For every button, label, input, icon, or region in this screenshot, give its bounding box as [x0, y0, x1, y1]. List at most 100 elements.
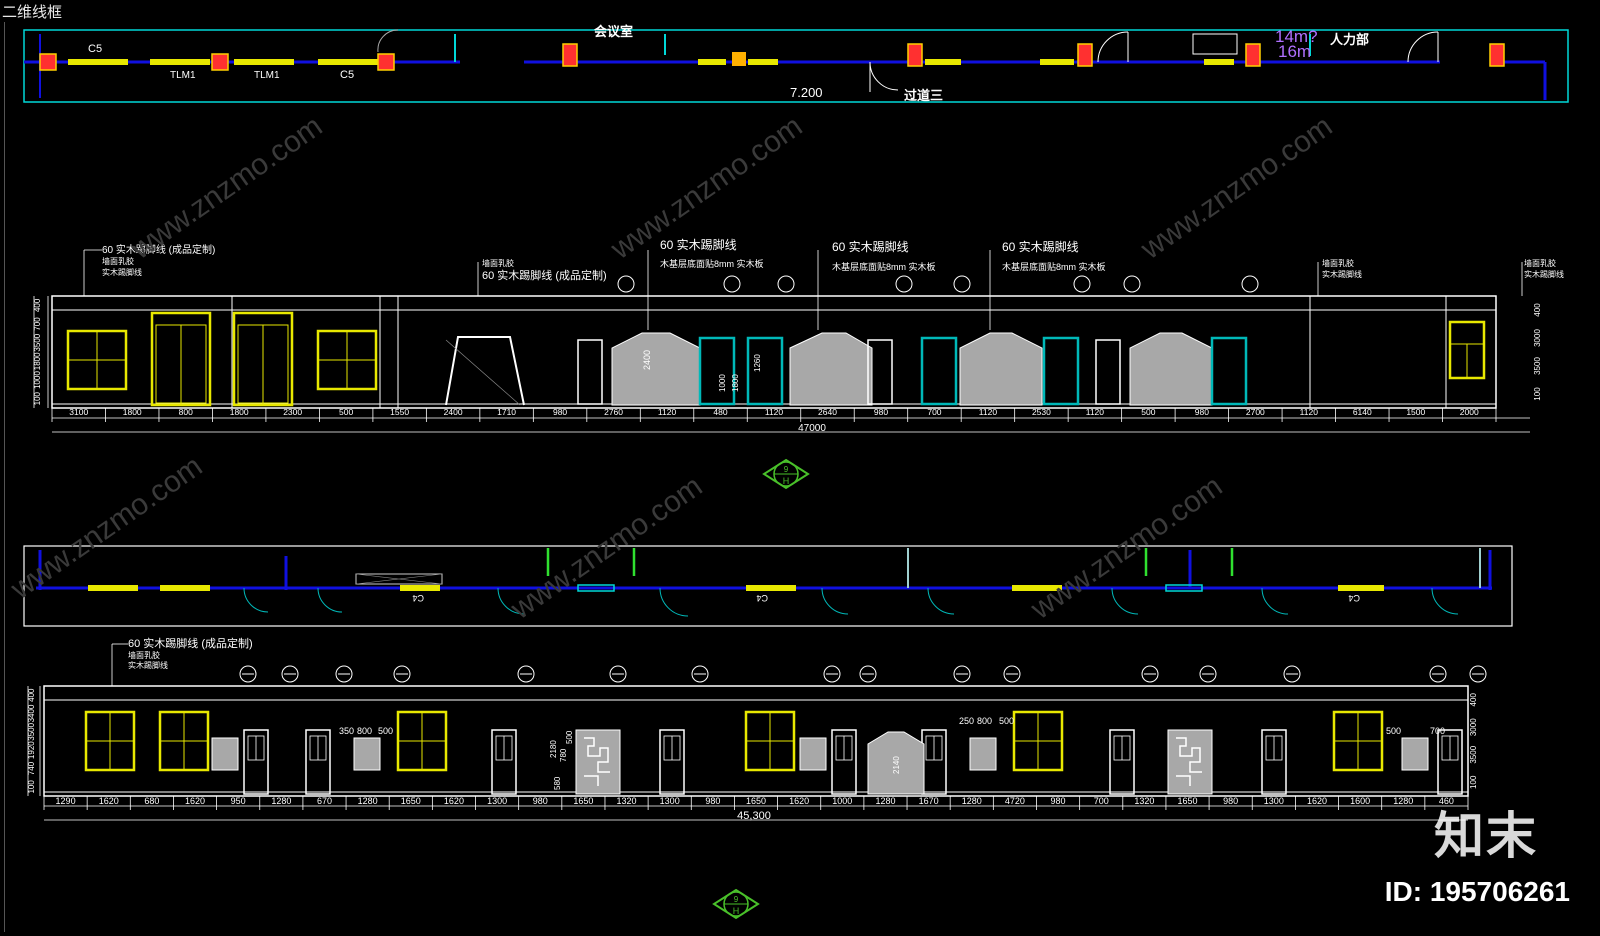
room-area: 14m? [1275, 27, 1318, 46]
dimension-label: 740 [27, 761, 36, 775]
annotation-note: 墙面乳胶 [1524, 258, 1556, 268]
plan-dimension: 7.200 [790, 85, 823, 100]
plan-label-c5: C5 [340, 69, 354, 81]
elevation-window [744, 710, 796, 772]
dimension-label: 3500 [27, 722, 36, 740]
teal-cabinet [698, 336, 736, 406]
inner-dimension: 2140 [892, 756, 901, 774]
gable-panel [867, 731, 925, 795]
dimension-label: 1320 [1134, 796, 1154, 806]
plan-window [234, 59, 294, 65]
dimension-label: 1120 [979, 407, 998, 417]
plan-column [377, 53, 395, 71]
dimension-label: 400 [1469, 693, 1478, 707]
plan-label-c4: C4 [412, 593, 424, 603]
total-dimension: 47000 [798, 423, 826, 434]
annotation-note: 60 实木踢脚线 (成品定制) [102, 243, 215, 256]
svg-text:www.znzmo.com: www.znzmo.com [4, 450, 208, 607]
dimension-label: 2700 [1246, 407, 1265, 417]
gable-panel [789, 332, 873, 406]
dimension-label: 2400 [444, 407, 463, 417]
elevation-door [243, 729, 269, 795]
dimension-label: 700 [33, 317, 42, 331]
elevation-door [232, 311, 294, 407]
room-area-2: 16m [1278, 42, 1311, 61]
plan-column [211, 53, 229, 71]
elevation-door [867, 339, 893, 405]
dimension-label: 1620 [789, 796, 809, 806]
dimension-label: 1120 [1086, 407, 1105, 417]
dimension-label: 1600 [1350, 796, 1370, 806]
dimension-label: 1000 [33, 371, 42, 389]
annotation-note: 60 实木踢脚线 [1002, 239, 1079, 254]
elevation-door [1261, 729, 1287, 795]
dimension-label: 1650 [746, 796, 766, 806]
elevation-window [1012, 710, 1064, 772]
gray-panel [1401, 737, 1429, 771]
callout-markers [239, 665, 1487, 683]
plan-bottom: C4 C4 C4 [23, 545, 1513, 627]
lattice-panel [575, 729, 621, 795]
elevation-window [66, 329, 128, 391]
elevation-window [1332, 710, 1384, 772]
gray-panel [353, 737, 381, 771]
dimension-label: 3100 [69, 407, 88, 417]
gable-panel [959, 332, 1043, 406]
elevation-arch [445, 336, 525, 406]
annotation-note: 墙面乳胶 [102, 256, 134, 266]
dimension-label: 2000 [1460, 407, 1479, 417]
elevation-window [84, 710, 136, 772]
elevation-door [921, 729, 947, 795]
callout-markers [617, 275, 1259, 293]
dimension-label: 100 [27, 780, 36, 794]
dimension-label: 3500 [1469, 745, 1478, 763]
dimension-label: 800 [179, 407, 193, 417]
dimension-label: 1120 [658, 407, 677, 417]
plan-bottom-border [23, 545, 1513, 627]
dimension-label: 3500 [1533, 357, 1542, 375]
annotation-note: 实木踢脚线 [1322, 269, 1362, 279]
plan-label-tlm1: TLM1 [254, 70, 280, 81]
dimension-label: 400 [33, 298, 42, 312]
dimension-label: 980 [1195, 407, 1209, 417]
dimension-label: 1280 [271, 796, 291, 806]
plan-window [150, 59, 210, 65]
dimension-label: 980 [874, 407, 888, 417]
annotation-note: 60 实木踢脚线 [832, 239, 909, 254]
plan-column [39, 53, 57, 71]
annotation-note: 60 实木踢脚线 (成品定制) [128, 636, 253, 650]
plan-window [68, 59, 128, 65]
dimension-label: 1800 [33, 352, 42, 370]
svg-text:9: 9 [734, 895, 739, 904]
dimension-label: 1300 [660, 796, 680, 806]
annotation-note: 木基层底面贴8mm 实木板 [660, 258, 764, 269]
lattice-panel [1167, 729, 1213, 795]
teal-cabinet [1042, 336, 1080, 406]
annotation-note: 实木踢脚线 [1524, 269, 1564, 279]
dimension-label: 680 [144, 796, 159, 806]
viewport-frame [4, 22, 5, 932]
gray-panel [799, 737, 827, 771]
elevation-door [577, 339, 603, 405]
elevation-door [659, 729, 685, 795]
plan-window [318, 59, 378, 65]
dimension-label: 1800 [230, 407, 249, 417]
svg-text:www.znzmo.com: www.znzmo.com [1024, 470, 1228, 627]
teal-cabinet [920, 336, 958, 406]
section-callout: 9 H [762, 458, 810, 490]
inner-dimension: 500 [565, 730, 574, 744]
dimension-label: 1300 [1264, 796, 1284, 806]
dimension-label: 1120 [765, 407, 784, 417]
elevation-1-outline [51, 295, 1497, 409]
dimension-label: 1290 [56, 796, 76, 806]
annotation-note: 实木踢脚线 [102, 267, 142, 277]
elevation-door [491, 729, 517, 795]
dimension-label: 4720 [1005, 796, 1025, 806]
dimension-label: 1670 [919, 796, 939, 806]
dimension-label: 1500 [1406, 407, 1425, 417]
inner-dimension: 800 [357, 726, 372, 736]
teal-cabinet [1210, 336, 1248, 406]
room-label-corridor: 过道三 [904, 88, 943, 103]
plan-top: C5 TLM1 TLM1 C5 会议室 人力部 14m? 16m 7.200 过… [23, 24, 1569, 103]
